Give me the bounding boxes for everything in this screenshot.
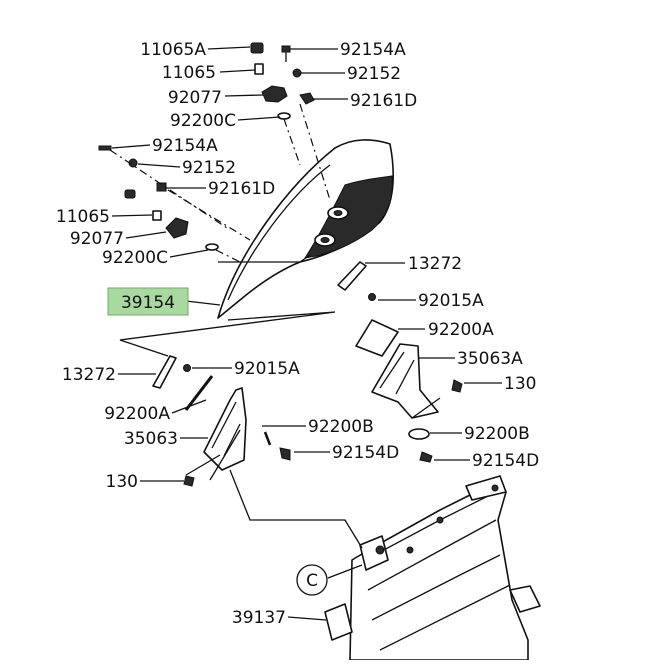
windshield-reference-outline: [119, 311, 336, 357]
bolt-92154d-right: [419, 451, 433, 463]
part-number-label[interactable]: 92152: [182, 158, 236, 178]
rubber-cap-11065a: [250, 42, 264, 54]
bracket-13272-right: [337, 261, 367, 291]
clip-92015a-left: [183, 364, 191, 372]
nut-92077: [261, 85, 288, 103]
washer-92200c-left: [205, 243, 219, 251]
reference-circle: [296, 564, 328, 596]
part-number-label[interactable]: 35063: [124, 429, 178, 449]
bolt-92154d-left: [279, 447, 291, 461]
part-number-label[interactable]: 92200A: [104, 404, 170, 424]
nut-92077-left: [165, 217, 189, 239]
collar-11065-left: [152, 210, 162, 221]
part-number-label[interactable]: 92161D: [208, 179, 275, 199]
part-number-label[interactable]: 92200B: [308, 417, 374, 437]
part-number-label[interactable]: 92077: [70, 229, 124, 249]
part-number-label[interactable]: 13272: [408, 254, 462, 274]
part-number-label[interactable]: 92200C: [170, 111, 236, 131]
highlight-box: [107, 287, 189, 316]
reference-letter: C: [306, 571, 318, 591]
washer-92200b-left: [263, 431, 272, 446]
collar-11065: [254, 63, 264, 75]
part-number-label[interactable]: 92154A: [340, 40, 406, 60]
part-number-label[interactable]: 92077: [168, 88, 222, 108]
stay-35063a: [371, 343, 439, 419]
part-number-label[interactable]: 11065: [56, 207, 110, 227]
part-number-label[interactable]: 92200C: [102, 248, 168, 268]
bolt-head-92154a: [281, 45, 291, 53]
bolt-92154a-left: [98, 145, 112, 151]
windshield-hole-lower: [320, 237, 330, 243]
fastener-stack-upper: [250, 42, 315, 120]
part-number-label[interactable]: 92154A: [152, 136, 218, 156]
rubber-cap-11065-left: [124, 189, 136, 199]
bolt-130-right: [451, 379, 463, 393]
damper-92200a-right: [355, 319, 399, 357]
part-number-label[interactable]: 92161D: [350, 91, 417, 111]
bolt-92152: [292, 68, 302, 78]
windshield-edge: [227, 164, 331, 301]
part-number-label[interactable]: 92154D: [472, 451, 539, 471]
washer-92200b-right: [408, 428, 430, 440]
frame-bracket: [359, 535, 389, 571]
part-number-label[interactable]: 92015A: [418, 291, 484, 311]
part-number-label[interactable]: 39137: [232, 608, 286, 628]
fastener-stack-left: [98, 145, 219, 251]
frame-39137: [324, 475, 541, 661]
grommet-92161d: [299, 92, 315, 105]
frame-top-mount: [465, 475, 507, 501]
part-number-label[interactable]: 13272: [62, 365, 116, 385]
part-number-label[interactable]: 92200A: [428, 320, 494, 340]
frame-reference-outline-left: [229, 469, 363, 549]
windshield-hole-upper: [333, 210, 343, 216]
part-number-label[interactable]: 11065: [162, 63, 216, 83]
part-number-label[interactable]: 130: [106, 472, 138, 492]
part-number-label[interactable]: 92200B: [464, 424, 530, 444]
bolt-130-left: [183, 475, 195, 487]
part-number-label[interactable]: 130: [504, 374, 536, 394]
part-number-label[interactable]: 92015A: [234, 359, 300, 379]
part-number-label[interactable]: 92152: [347, 64, 401, 84]
clip-92015a-right: [368, 293, 376, 301]
part-number-label[interactable]: 11065A: [140, 40, 206, 60]
washer-92200c: [277, 112, 291, 120]
part-number-label[interactable]: 92154D: [332, 443, 399, 463]
damper-92200a-left: [184, 375, 214, 411]
part-number-label-highlighted[interactable]: 39154: [121, 293, 175, 313]
part-number-label[interactable]: 35063A: [457, 349, 523, 369]
bracket-13272-left: [152, 355, 177, 389]
leader-lines: [111, 46, 502, 621]
stay-35063: [203, 387, 247, 471]
